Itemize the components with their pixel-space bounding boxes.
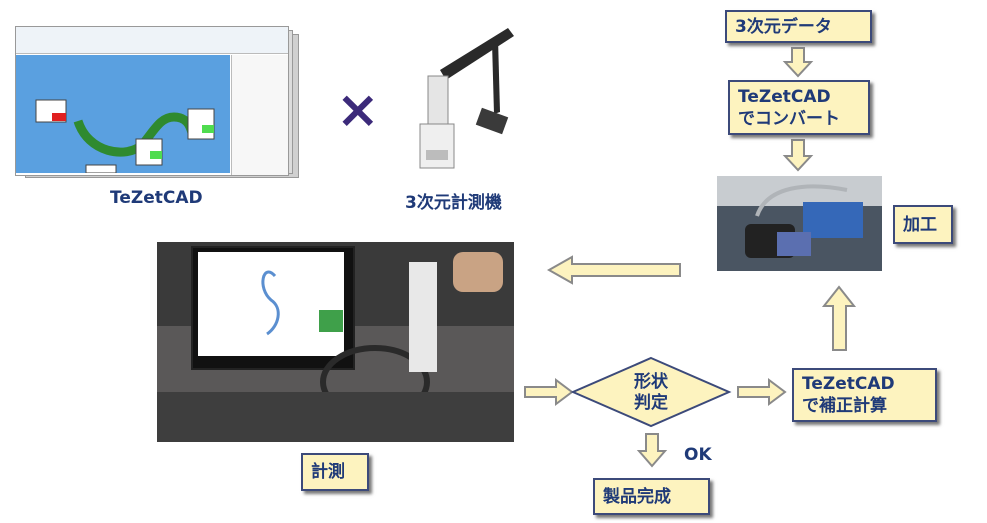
judge-text: 形状 判定 (611, 372, 691, 414)
process-label: 加工 (903, 214, 937, 235)
convert-box: TeZetCAD でコンバート (728, 80, 870, 135)
software-sidepanel (231, 55, 288, 175)
data3d-box: 3次元データ (725, 10, 872, 43)
convert-line-1: TeZetCAD (738, 86, 831, 107)
arrow-down-3 (636, 433, 668, 468)
judge-line-2: 判定 (634, 393, 668, 413)
software-screenshot (15, 26, 299, 178)
data3d-label: 3次元データ (735, 16, 832, 37)
arrow-up-1 (821, 285, 857, 351)
arrow-left-1 (546, 255, 681, 285)
complete-label: 製品完成 (603, 486, 671, 507)
convert-line-2: でコンバート (738, 108, 840, 129)
arrow-right-1 (524, 378, 574, 406)
process-box: 加工 (893, 205, 953, 244)
measure-box: 計測 (301, 453, 369, 491)
machine-caption: 3次元計測機 (405, 193, 502, 213)
software-toolbar (16, 27, 288, 54)
measure-label: 計測 (311, 462, 345, 482)
bent-pipe-model (35, 99, 215, 173)
arrow-right-2 (737, 378, 787, 406)
correct-line-2: で補正計算 (802, 396, 887, 416)
processing-photo (717, 176, 882, 271)
correct-line-1: TeZetCAD (802, 374, 895, 394)
software-caption: TeZetCAD (110, 188, 203, 208)
complete-box: 製品完成 (593, 478, 710, 515)
ok-label: OK (684, 445, 712, 465)
measuring-photo (157, 242, 514, 442)
judge-diamond (570, 356, 732, 428)
arrow-down-1 (782, 47, 814, 78)
correct-box: TeZetCAD で補正計算 (792, 368, 937, 422)
arrow-down-2 (782, 139, 814, 172)
judge-line-1: 形状 (634, 372, 668, 392)
cross-icon: × (336, 80, 380, 140)
